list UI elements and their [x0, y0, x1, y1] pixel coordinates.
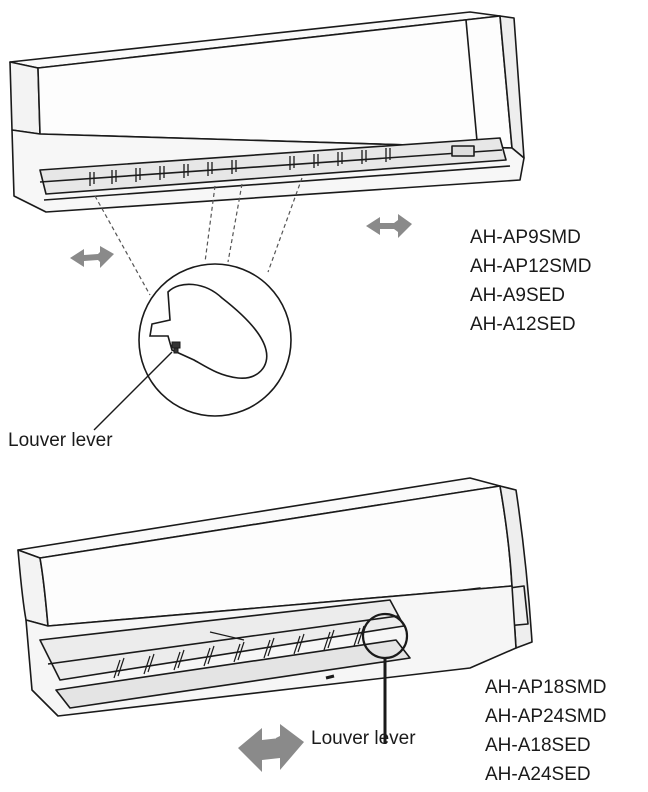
louver-lever-label-top: Louver lever [8, 430, 113, 451]
indoor-unit-top [9, 11, 525, 213]
swing-arrow-left-top [70, 246, 114, 268]
vertical-louvers-left [89, 160, 237, 186]
model-name: AH-AP24SMD [485, 706, 607, 727]
louver-lever-pointer-top [93, 351, 173, 431]
model-name: AH-AP18SMD [485, 677, 607, 698]
indoor-unit-bottom [17, 477, 533, 717]
swing-arrow-bottom [238, 724, 304, 772]
vertical-louvers-right [289, 148, 391, 170]
lever-knob [171, 341, 181, 354]
model-name: AH-A24SED [485, 764, 591, 785]
magnifier-leader-lines [94, 177, 303, 296]
model-name: AH-AP9SMD [470, 227, 581, 248]
louver-lever-magnifier [138, 263, 292, 417]
model-list-bottom: AH-AP18SMD AH-AP24SMD AH-A18SED AH-A24SE… [485, 673, 606, 789]
model-name: AH-AP12SMD [470, 256, 592, 277]
model-list-top: AH-AP9SMD AH-AP12SMD AH-A9SED AH-A12SED [470, 223, 591, 339]
swing-arrow-right-top [366, 214, 412, 238]
vertical-louvers-bottom [113, 625, 365, 679]
louver-lever-label-bottom: Louver lever [311, 728, 416, 749]
model-name: AH-A18SED [485, 735, 591, 756]
model-name: AH-A9SED [470, 285, 566, 306]
model-name: AH-A12SED [470, 314, 576, 335]
louver-lever-callout-bottom [361, 612, 409, 744]
